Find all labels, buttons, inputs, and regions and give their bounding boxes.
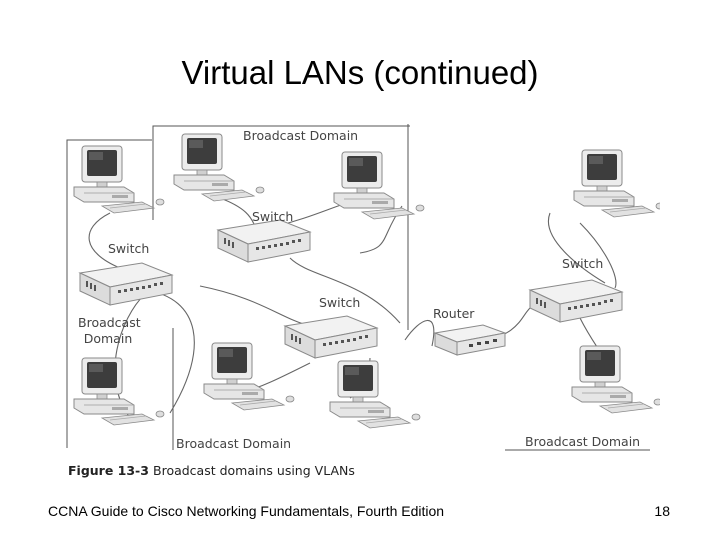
computer-icon [73,145,165,214]
label-broadcast-domain-bottom-middle: Broadcast Domain [176,436,292,451]
domain-boundaries [66,124,650,451]
label-broadcast-domain-bottom-right: Broadcast Domain [525,434,641,449]
computer-icon [329,360,421,429]
label-switch-right: Switch [562,256,604,271]
footer-text: CCNA Guide to Cisco Networking Fundament… [48,503,445,519]
network-diagram: Broadcast Domain Broadcast Domain Broadc… [60,118,665,480]
computer-icon [203,342,295,411]
computer-icon [573,149,665,218]
switch-icon [79,262,173,306]
router-icon [434,324,506,356]
computer-icon [73,357,165,426]
computer-icon [333,151,425,220]
label-switch-top-center: Switch [252,209,294,224]
computer-icon [571,345,663,414]
figure-number: Figure 13-3 [68,463,149,478]
computer-icon [173,133,265,202]
figure-caption: Broadcast domains using VLANs [153,463,355,478]
network-diagram-svg [66,124,665,451]
label-router: Router [433,306,475,321]
switch-icon [529,279,623,323]
slide-title: Virtual LANs (continued) [181,54,539,91]
label-broadcast-domain-top: Broadcast Domain [243,128,359,143]
page-number: 18 [654,503,670,519]
switch-icon [217,219,311,263]
label-broadcast-domain-left: Broadcast Domain [78,315,141,346]
label-switch-center: Switch [319,295,361,310]
label-switch-left: Switch [108,241,150,256]
